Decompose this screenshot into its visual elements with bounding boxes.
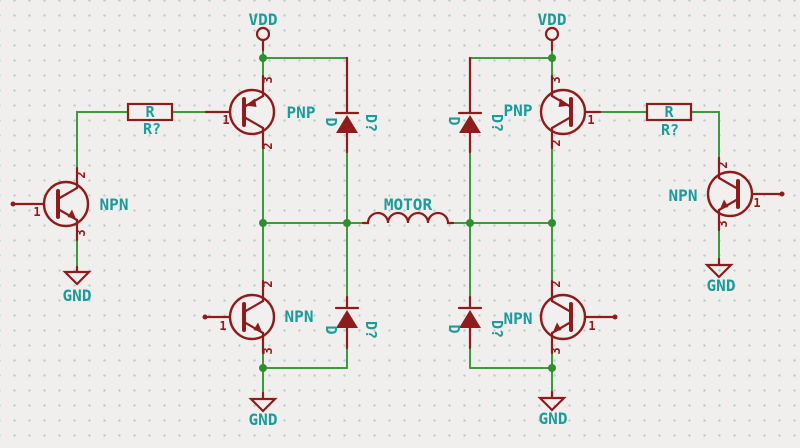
diode-ref: D	[322, 117, 340, 126]
pin-number: 3	[716, 220, 730, 227]
motor-label: MOTOR	[384, 195, 433, 214]
vdd-label-left: VDD	[249, 10, 278, 29]
pin-number: 3	[261, 347, 275, 354]
diode-value: D?	[488, 114, 506, 132]
junction-dots	[259, 54, 556, 372]
gnd-label-far-left: GND	[63, 286, 92, 305]
npn-driver-right-label: NPN	[669, 186, 698, 205]
pin-number: 2	[74, 171, 88, 178]
gnd-label-bridge-right: GND	[539, 409, 568, 428]
gnd-label-bridge-left: GND	[249, 410, 278, 429]
pin-number: 2	[549, 280, 563, 287]
motor-inductor: MOTOR	[361, 195, 455, 225]
pin-number: 1	[222, 113, 229, 127]
pin-number: 3	[549, 76, 563, 83]
pin-number: 1	[588, 319, 595, 333]
wires	[76, 49, 720, 394]
pin-number: 1	[219, 319, 226, 333]
diode-value: D?	[488, 320, 506, 338]
pin-number: 2	[716, 161, 730, 168]
npn-driver-left: NPN 1 2 3	[10, 166, 129, 242]
resistor-right-ref: R	[664, 103, 674, 121]
pin-number: 3	[549, 347, 563, 354]
gnd-port-bridge-left: GND	[249, 391, 278, 429]
resistor-left-value: R?	[143, 120, 161, 138]
pin-number: 2	[261, 280, 275, 287]
vdd-label-right: VDD	[538, 10, 567, 29]
pnp-left-label: PNP	[287, 103, 316, 122]
npn-driver-left-label: NPN	[100, 195, 129, 214]
pin-number: 2	[549, 139, 563, 146]
npn-lowside-right: NPN 1 2 3	[504, 279, 618, 355]
pnp-highside-left: PNP 1 3 2	[204, 74, 316, 150]
flyback-diode-top-right: D D?	[445, 56, 506, 154]
gnd-port-bridge-right: GND	[539, 390, 568, 428]
diode-ref: D	[322, 325, 340, 334]
pin-number: 2	[261, 142, 275, 149]
base-resistor-left: R R?	[126, 102, 174, 138]
vdd-port-left: VDD	[249, 10, 278, 52]
gnd-port-far-left: GND	[63, 265, 92, 305]
flyback-diode-bottom-right: D D?	[445, 295, 506, 350]
flyback-diode-top-left: D D?	[322, 56, 380, 154]
pin-number: 1	[753, 196, 760, 210]
gnd-port-far-right: GND	[705, 257, 736, 295]
npn-driver-right: NPN 1 2 3	[669, 156, 785, 232]
pin-number: 3	[74, 229, 88, 236]
flyback-diode-bottom-left: D D?	[322, 295, 380, 350]
npn-lowside-right-label: NPN	[504, 309, 533, 328]
gnd-label-far-right: GND	[707, 276, 736, 295]
base-resistor-right: R R?	[645, 102, 693, 139]
pin-number: 1	[33, 205, 40, 219]
diode-value: D?	[362, 114, 380, 132]
resistor-left-ref: R	[145, 103, 155, 121]
pnp-right-label: PNP	[504, 101, 533, 120]
pnp-highside-right: PNP 1 3 2	[504, 74, 602, 150]
npn-lowside-left: NPN 1 2 3	[202, 279, 314, 355]
pin-number: 3	[261, 76, 275, 83]
vdd-port-right: VDD	[538, 10, 567, 52]
diode-ref: D	[445, 116, 463, 125]
diode-ref: D	[445, 324, 463, 333]
resistor-right-value: R?	[661, 121, 679, 139]
pin-number: 1	[587, 113, 594, 127]
diode-value: D?	[362, 321, 380, 339]
npn-lowside-left-label: NPN	[285, 307, 314, 326]
